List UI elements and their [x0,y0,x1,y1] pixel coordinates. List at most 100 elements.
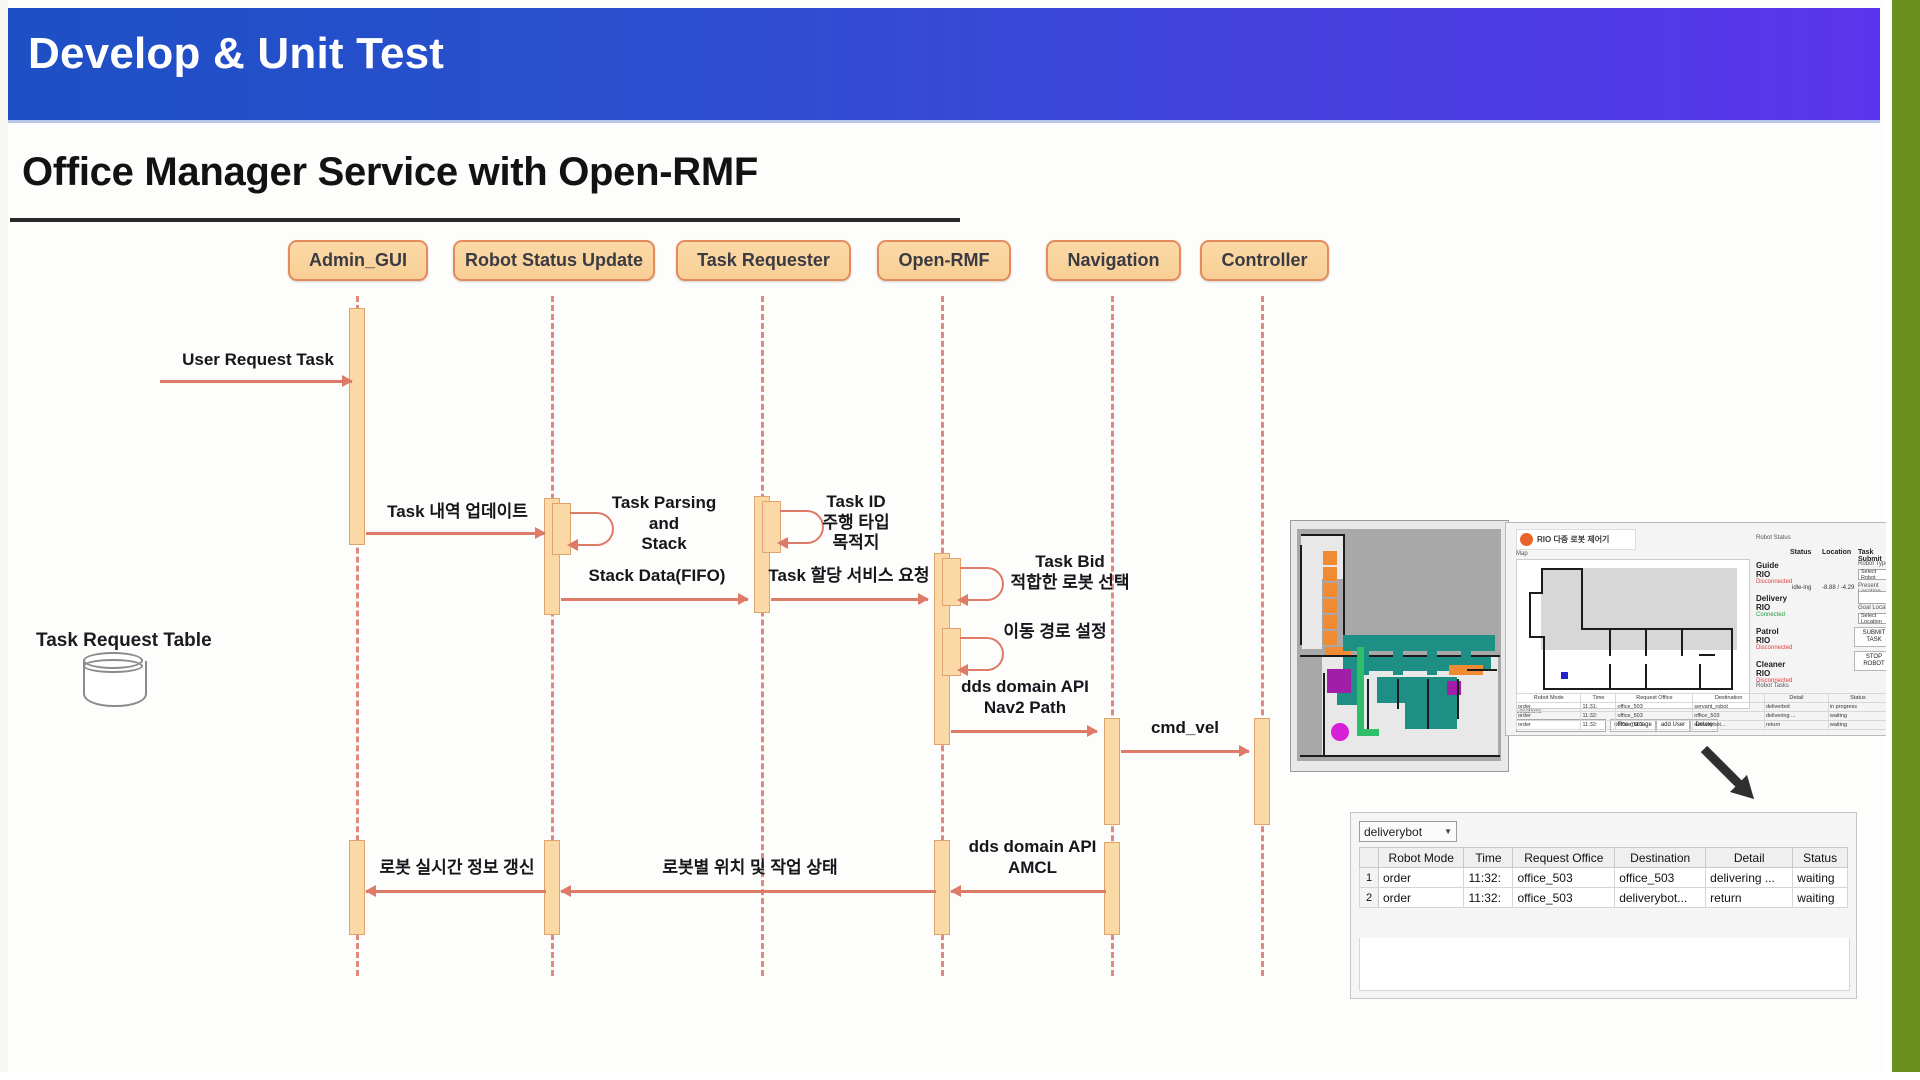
cell-request-office: office_503 [1512,867,1616,888]
col-detail: Detail [1705,847,1794,868]
nav2-line2: Nav2 Path [983,697,1067,717]
dashboard-floorplan[interactable] [1516,559,1750,709]
mini-th: Time [1580,693,1617,703]
robot-selector-dropdown[interactable]: deliverybot ▼ [1359,821,1457,842]
message-label-robot-state: 로봇별 위치 및 작업 상태 [662,858,838,877]
task-parsing-line3: Stack [641,534,687,554]
mini-th: Destination [1692,693,1765,703]
selfloop-task-id [777,510,824,549]
message-label-task-id: Task ID 주행 타입 목적지 [796,492,916,554]
message-robot-state [560,885,936,896]
task-id-line3: 목적지 [832,533,880,553]
mini-td: 11:32: [1580,720,1617,730]
table-row[interactable]: 2 order 11:32: office_503 deliverybot...… [1359,887,1848,908]
mini-table-header-row: Robot Mode Time Request Office Destinati… [1515,693,1889,703]
actor-label: Controller [1221,250,1308,270]
dashboard-col-status: Status [1790,549,1812,556]
message-realtime-update [365,885,546,896]
robot-state: Disconnected [1756,579,1793,585]
task-table[interactable]: Robot Mode Time Request Office Destinati… [1359,847,1848,908]
rviz-occupancy-grid [1297,529,1501,761]
robot-name: Delivery RIO [1756,594,1788,612]
mini-td: return [1763,720,1829,730]
cell-status: waiting [1792,867,1848,888]
task-id-line1: Task ID [826,492,886,511]
robot-state: Connected [1756,612,1786,618]
mini-td: deliverbot [1763,702,1829,712]
robot-name: Guide RIO [1756,561,1779,579]
cell-detail: return [1705,887,1794,908]
row-index: 1 [1359,867,1379,888]
callout-arrow-icon [1700,745,1754,799]
rmf-dashboard-screenshot[interactable]: RIO 다중 로봇 제어기 Map Locations office [1505,522,1897,736]
message-label-amcl: dds domain API AMCL [950,837,1115,878]
message-cmd-vel [1121,745,1250,756]
message-label-task-bid: Task Bid 적합한 로봇 선택 [975,552,1165,593]
actor-label: Robot Status Update [465,250,643,270]
dashboard-robot-row: Cleaner RIO Disconnected [1756,660,1793,684]
cell-robot-mode: order [1377,867,1465,888]
activation-controller-1 [1254,718,1270,825]
actor-label: Navigation [1067,250,1160,270]
col-destination: Destination [1614,847,1707,868]
activation-navigation-1 [1104,718,1120,825]
submit-task-button[interactable]: SUBMIT TASK [1854,627,1894,647]
amcl-line1: dds domain API [968,837,1097,856]
sequence-diagram: Admin_GUI Robot Status Update Task Reque… [0,240,1330,976]
actor-navigation[interactable]: Navigation [1046,240,1181,281]
cell-destination: deliverybot... [1614,887,1707,908]
lifeline-navigation [1111,296,1114,976]
actor-robot-status-update[interactable]: Robot Status Update [453,240,655,281]
table-row[interactable]: 1 order 11:32: office_503 office_503 del… [1359,867,1848,888]
message-amcl [950,885,1106,896]
actor-open-rmf[interactable]: Open-RMF [877,240,1011,281]
dashboard-mini-task-table[interactable]: Robot Mode Time Request Office Destinati… [1515,693,1889,730]
cell-time: 11:32: [1463,867,1514,888]
task-parsing-line2: and [648,513,680,533]
section-title: Office Manager Service with Open-RMF [22,150,759,194]
robot-state: Disconnected [1756,645,1793,651]
mini-table-row[interactable]: order 11:32: office_503 deliverybot... r… [1515,720,1889,730]
message-label-task-assign: Task 할당 서비스 요청 [768,566,930,585]
cell-detail: delivering ... [1705,867,1794,888]
task-table-panel[interactable]: deliverybot ▼ Robot Mode Time Request Of… [1350,812,1857,999]
actor-controller[interactable]: Controller [1200,240,1329,281]
mini-td: 11:31: [1580,702,1617,712]
message-task-assign [771,593,929,604]
rviz-map-screenshot[interactable] [1290,520,1509,772]
mini-table-row[interactable]: order 11:31: office_503 servant_robot de… [1515,702,1889,712]
mini-th: Robot Mode [1515,693,1582,703]
mini-td: office_503 [1615,702,1694,712]
actor-admin-gui[interactable]: Admin_GUI [288,240,428,281]
dashboard-robot-tasks-label: Robot Tasks [1756,683,1789,689]
activation-navigation-2 [1104,842,1120,935]
task-parsing-line1: Task Parsing [611,493,717,512]
actor-task-requester[interactable]: Task Requester [676,240,851,281]
robot-state: Disconnected [1756,678,1793,684]
header-band: Develop & Unit Test [8,8,1880,120]
mini-th: Status [1827,693,1889,703]
robot-name: Cleaner RIO [1756,660,1786,678]
mini-td: deliverybot... [1692,720,1765,730]
selfloop-task-bid [957,567,1004,606]
activation-robot-status-2 [544,840,560,935]
lifeline-task-requester [761,296,764,976]
col-request-office: Request Office [1512,847,1616,868]
message-label-cmd-vel: cmd_vel [1150,718,1220,737]
left-edge-strip [0,0,8,1080]
task-bid-line2: 적합한 로봇 선택 [1010,572,1130,592]
task-id-line2: 주행 타입 [822,512,890,532]
mini-table-row[interactable]: order 11:32: office_503 office_503 deliv… [1515,711,1889,721]
message-nav2-path [951,725,1098,736]
selfloop-task-parsing [567,512,614,551]
message-user-request-task [160,375,353,386]
mini-td: office_503 [1615,711,1694,721]
form-robot-type-label: Robot Type [1858,561,1889,567]
robot-name: Patrol RIO [1756,627,1779,645]
amcl-line2: AMCL [1007,857,1058,877]
dashboard-col-location: Location [1822,549,1852,556]
mini-td: order [1515,711,1582,721]
activation-admin-gui-2 [349,840,365,935]
message-task-update [366,527,546,538]
lifeline-robot-status-update [551,296,554,976]
